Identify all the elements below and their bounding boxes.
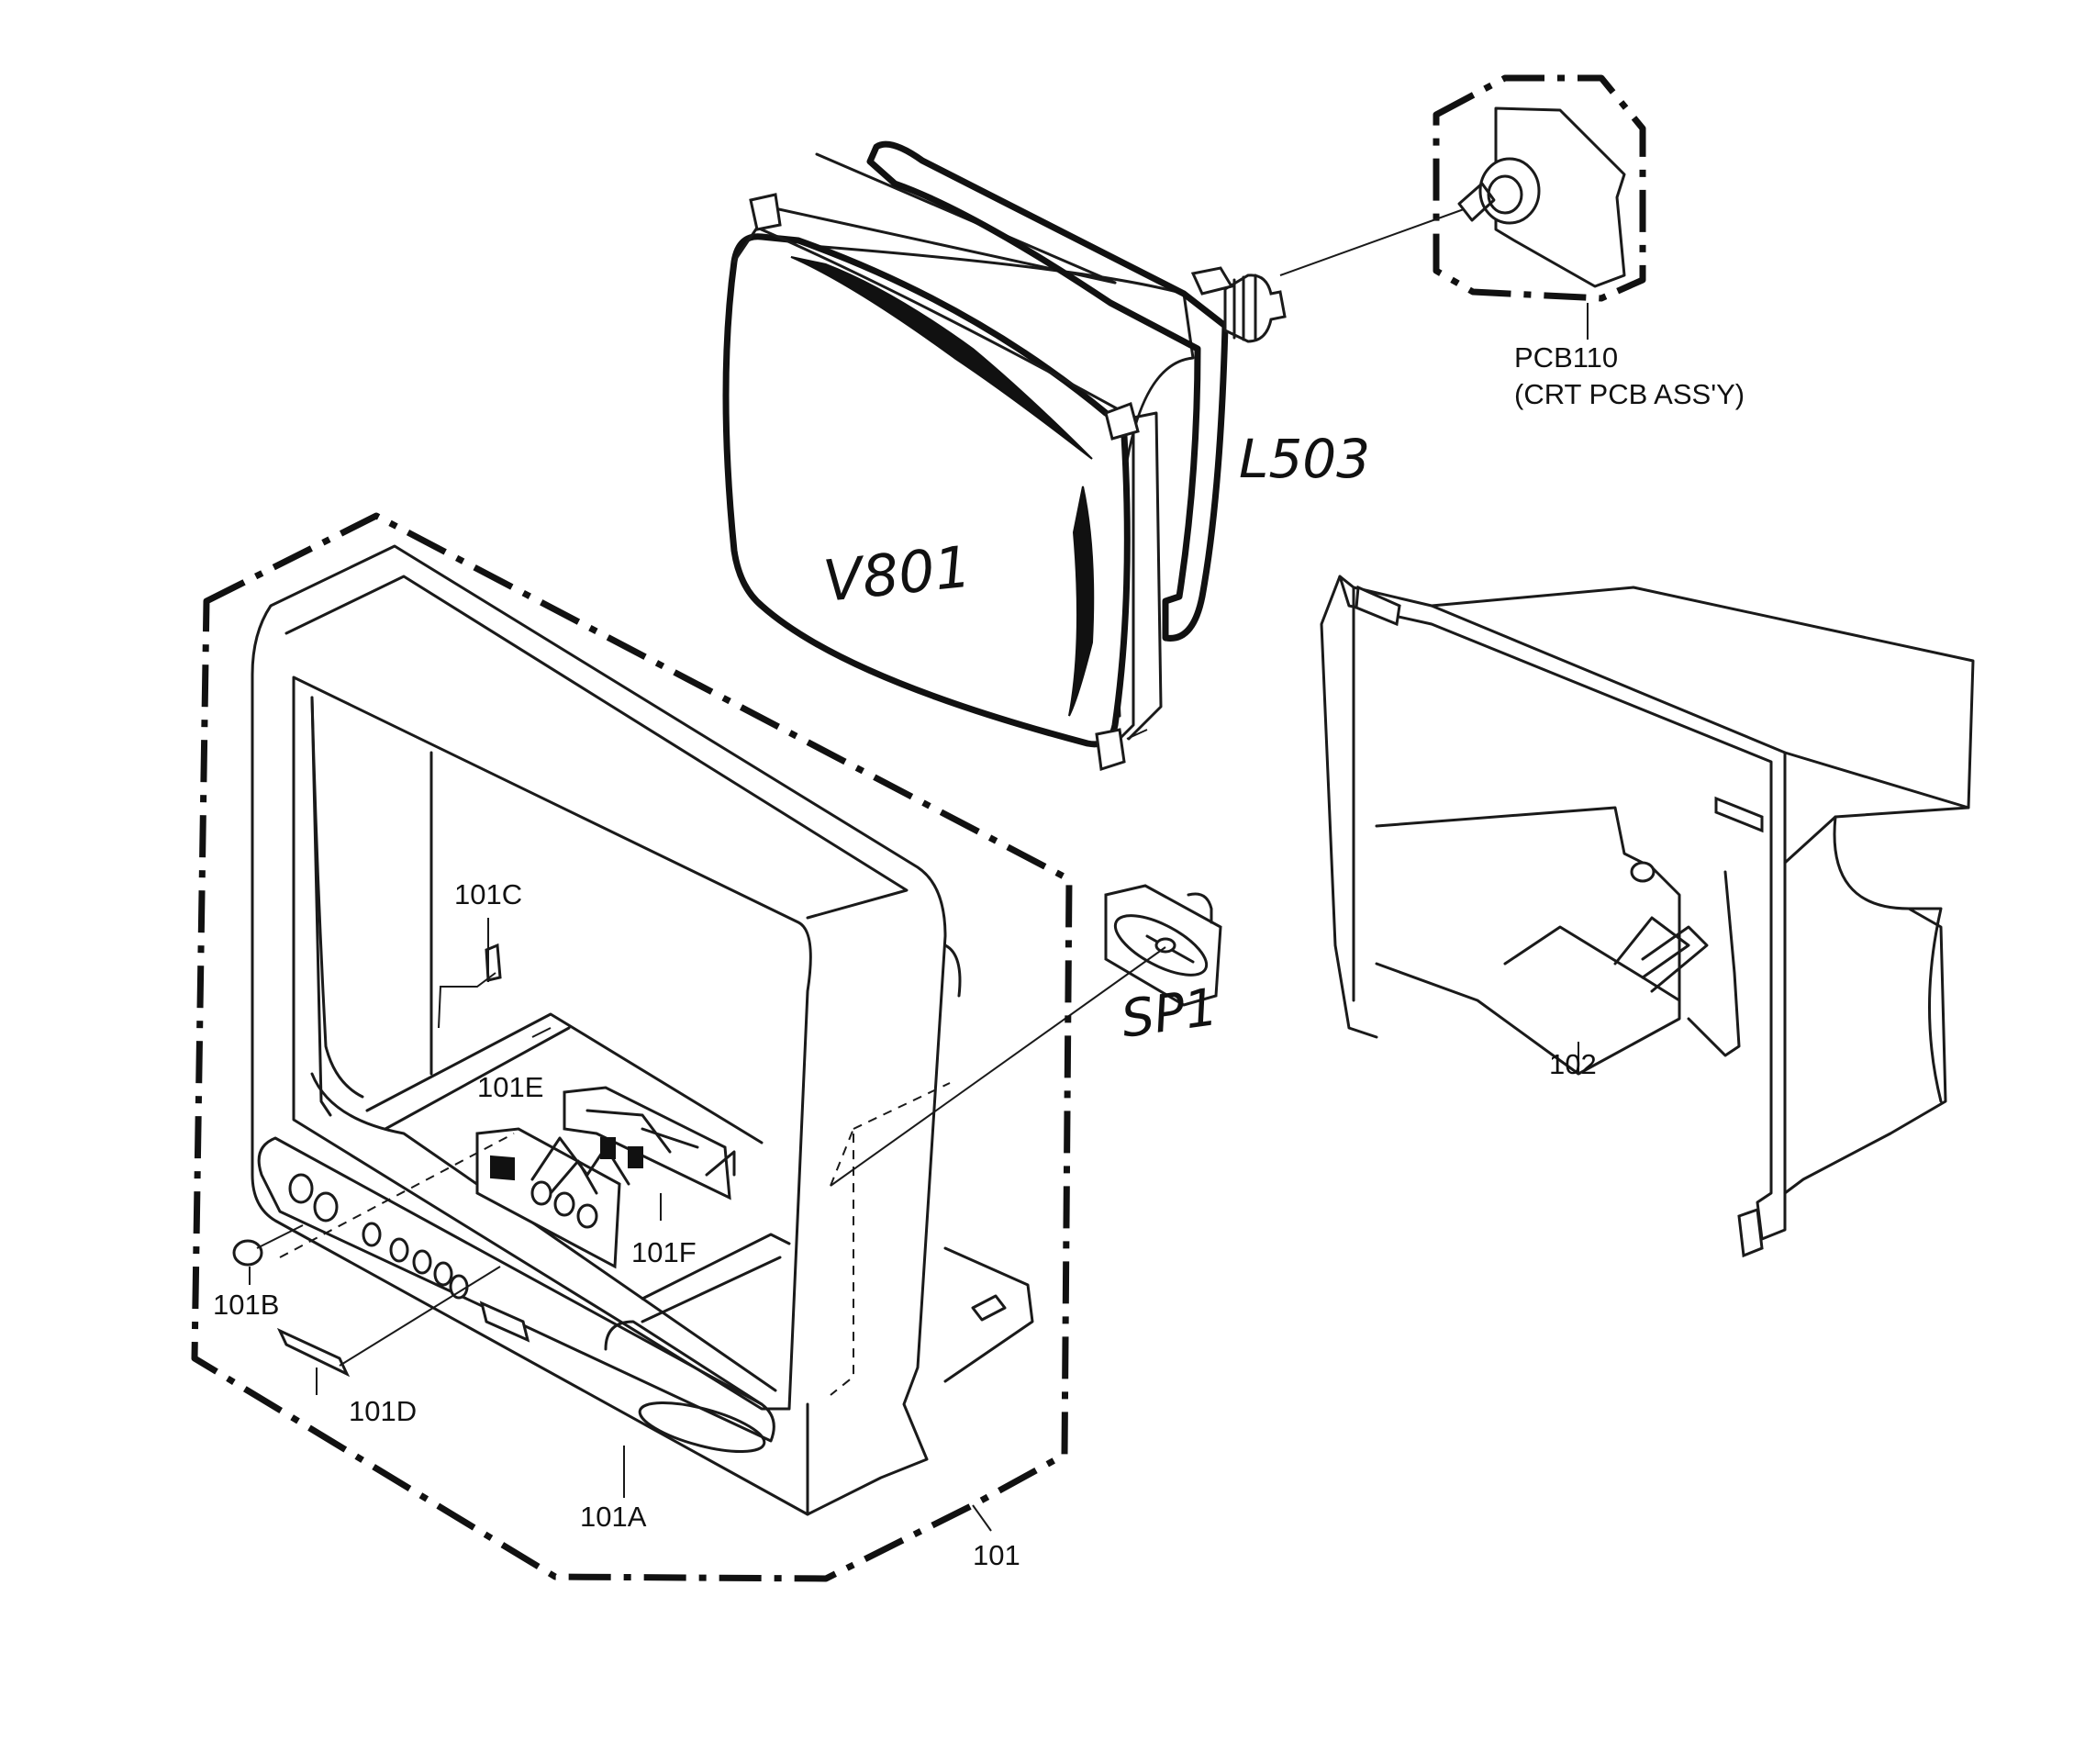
label-101b: 101B [213, 1289, 279, 1321]
crt-picture-tube [722, 140, 1287, 771]
label-v801: V801 [820, 533, 975, 615]
label-101f: 101F [631, 1236, 697, 1268]
label-l503: L503 [1239, 428, 1370, 490]
label-101a: 101A [580, 1501, 647, 1533]
label-101: 101 [973, 1539, 1020, 1571]
label-sp1: SP1 [1118, 977, 1221, 1050]
rear-cabinet [1320, 575, 1975, 1258]
label-101c: 101C [454, 878, 522, 910]
label-pcb110-desc: (CRT PCB ASS'Y) [1514, 378, 1745, 410]
label-pcb110: PCB110 [1514, 341, 1618, 374]
label-102: 102 [1549, 1048, 1597, 1080]
label-101e: 101E [477, 1071, 543, 1103]
crt-pcb-assembly [1279, 74, 1646, 340]
speaker [830, 884, 1222, 1187]
label-101d: 101D [349, 1395, 417, 1427]
front-cabinet-assembly [191, 512, 1073, 1582]
